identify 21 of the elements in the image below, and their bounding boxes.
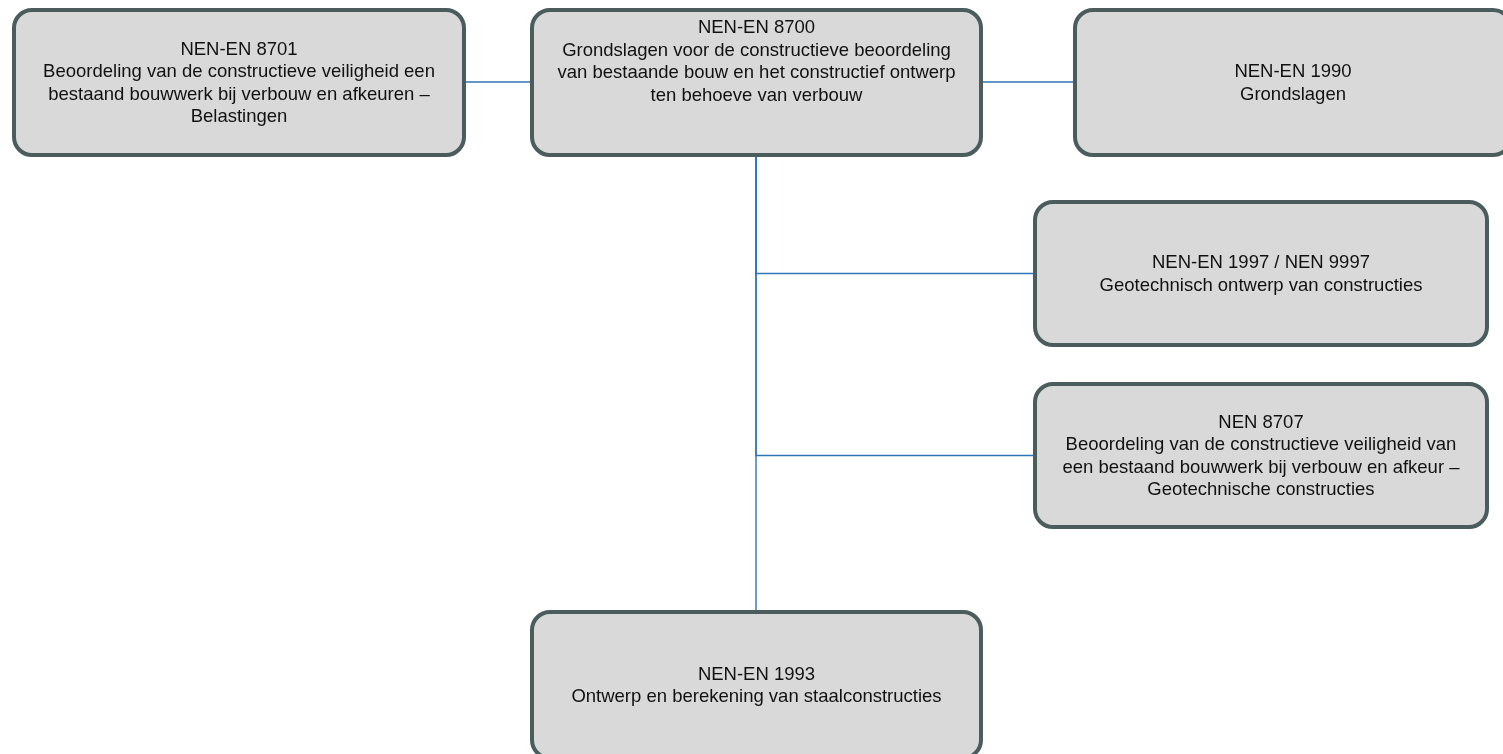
connector-line (982, 81, 1074, 83)
standard-title: Grondslagen voor de constructieve beoordeling van bestaande bouw en het constructief ontwerp ten behoeve van verbouw (556, 38, 957, 106)
standard-code: NEN-EN 1990 (1234, 60, 1352, 83)
standard-code: NEN-EN 1997 / NEN 9997 (1152, 251, 1370, 274)
standard-code: NEN-EN 8700 (697, 16, 816, 39)
standard-code: NEN 8707 (1218, 410, 1304, 433)
standard-title: Grondslagen (1240, 82, 1346, 105)
standard-box (1033, 382, 1489, 529)
connector-line (465, 81, 531, 83)
standard-title: Beoordeling van de constructieve veiligheid een bestaand bouwwerk bij verbouw en afkeuren – Belastingen (42, 60, 436, 128)
standard-code: NEN-EN 8701 (180, 37, 298, 60)
standard-title: Ontwerp en berekening van staalconstructies (571, 685, 942, 708)
standard-box (530, 8, 983, 157)
standard-code: NEN-EN 1993 (697, 662, 816, 685)
standard-box (12, 8, 466, 157)
standard-title: Beoordeling van de constructieve veiligheid van een bestaand bouwwerk bij verbouw en afkeur – Geotechnische constructies (1061, 433, 1461, 501)
standard-box (530, 610, 983, 754)
standard-title: Geotechnisch ontwerp van constructies (1099, 273, 1423, 296)
standard-box (1073, 8, 1503, 157)
connector-line (755, 156, 757, 611)
standard-box (1033, 200, 1489, 347)
